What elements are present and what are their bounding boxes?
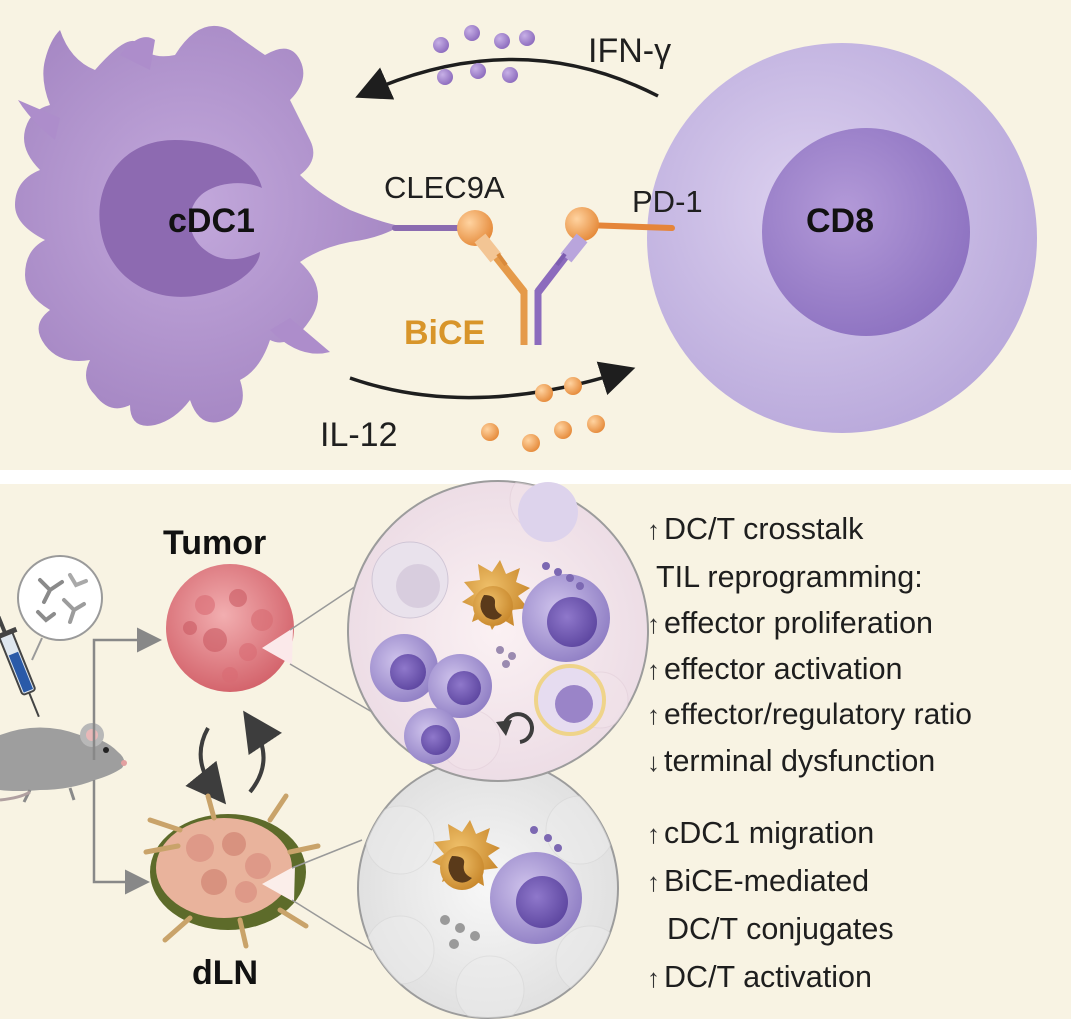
tumor-zoom-line-2 (289, 663, 373, 713)
cd8-label: CD8 (806, 202, 875, 240)
pd1-head (565, 207, 599, 241)
dln-zoom-line-1 (291, 839, 363, 869)
tumor-to-dln-arrow (185, 727, 227, 805)
arrow-to-dln (92, 780, 150, 895)
il12-arrow (349, 361, 636, 400)
bubble-pointer (31, 637, 43, 661)
clec9a-label: CLEC9A (384, 170, 505, 205)
up-arrow-icon: ↑ (647, 609, 660, 639)
up-arrow-icon: ↑ (647, 655, 660, 685)
antibody-icon (17, 555, 103, 641)
ifn-gamma-particles (433, 25, 535, 85)
dln-label: dLN (192, 954, 259, 992)
ifn-gamma-arrow (355, 57, 659, 100)
tumor-zoom-circle (347, 480, 649, 782)
arrow-to-tumor (92, 627, 162, 760)
cd8-t-cell (647, 43, 1037, 433)
tumor-effect-4: ↑effector/regulatory ratio (647, 698, 972, 731)
recycle-arrow-icon (496, 712, 534, 744)
tumor-label: Tumor (163, 524, 267, 562)
bice-antibody (474, 233, 588, 345)
tumor-zoom-line-1 (289, 585, 357, 631)
il12-label: IL-12 (320, 416, 398, 454)
pd1-label: PD-1 (632, 184, 703, 219)
up-arrow-icon: ↑ (647, 515, 660, 545)
cdc1-dendritic-cell (15, 25, 400, 426)
tumor-effect-1: TIL reprogramming: (656, 560, 923, 594)
dln-effect-1: ↑BiCE-mediated (647, 864, 870, 898)
pd1-receptor (582, 222, 675, 231)
up-arrow-icon: ↑ (647, 700, 660, 730)
tumor-effect-3: ↑effector activation (647, 652, 903, 686)
up-arrow-icon: ↑ (647, 963, 660, 993)
dln-effect-0: ↑cDC1 migration (647, 816, 875, 850)
tumor-effect-2: ↑effector proliferation (647, 606, 934, 640)
tumor-effect-5: ↓terminal dysfunction (647, 744, 936, 778)
up-arrow-icon: ↑ (647, 867, 660, 897)
dln-to-tumor-arrow (243, 710, 282, 794)
dln-zoom-line-2 (291, 899, 373, 951)
dln-zoom-circle (357, 757, 619, 1019)
down-arrow-icon: ↓ (647, 747, 660, 777)
il12-particles (481, 377, 605, 452)
dln-effect-2: DC/T conjugates (667, 912, 894, 946)
ifn-gamma-label: IFN-γ (588, 32, 672, 70)
dln-lymph-node (143, 793, 321, 949)
cdc1-label: cDC1 (168, 202, 255, 240)
dln-effect-3: ↑DC/T activation (647, 960, 872, 994)
up-arrow-icon: ↑ (647, 819, 660, 849)
tumor-mass (166, 564, 294, 692)
tumor-effect-0: ↑DC/T crosstalk (647, 512, 864, 546)
bice-label: BiCE (404, 314, 486, 352)
syringe-icon (0, 615, 40, 718)
